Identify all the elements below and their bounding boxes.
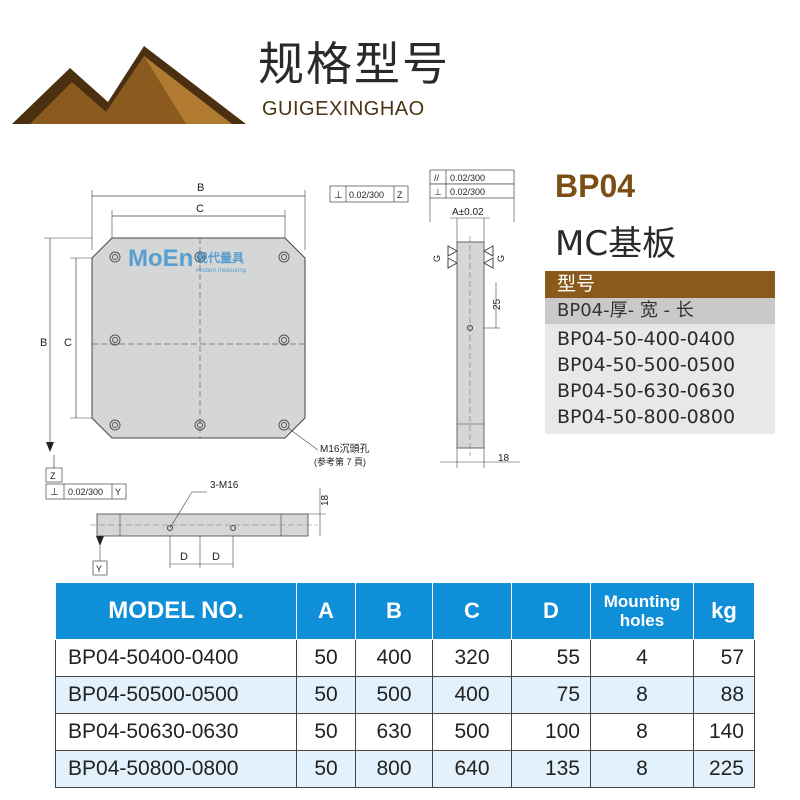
cell-b: 800: [355, 750, 433, 788]
watermark-brand: MoEn: [128, 245, 193, 272]
datum-g-left: G: [432, 255, 442, 262]
datum-y-ref: Y: [115, 487, 121, 497]
datum-z-ref: Z: [397, 190, 403, 200]
cell-c: 320: [432, 639, 512, 677]
cell-d: 100: [511, 713, 591, 751]
hole-note-1: M16沉頭孔: [320, 442, 369, 455]
table-row: BP04-50500-0500 50 500 400 75 8 88: [55, 676, 755, 714]
datum-y: Y: [96, 564, 102, 574]
cell-d: 135: [511, 750, 591, 788]
cell-kg: 225: [693, 750, 755, 788]
spec-table: MODEL NO. A B C D Mounting holes kg BP04…: [55, 582, 755, 788]
svg-text://: //: [434, 173, 440, 183]
table-row: BP04-50800-0800 50 800 640 135 8 225: [55, 750, 755, 788]
cell-model: BP04-50400-0400: [55, 639, 297, 677]
cell-d: 55: [511, 639, 591, 677]
dim-18-end: 18: [498, 453, 510, 464]
tol-main: 0.02/300: [349, 190, 384, 200]
col-header-model: MODEL NO.: [55, 582, 297, 640]
cell-a: 50: [296, 639, 356, 677]
cell-kg: 57: [693, 639, 755, 677]
svg-text:⊥: ⊥: [434, 187, 442, 197]
cell-c: 640: [432, 750, 512, 788]
technical-drawing: MoEn 现代量具 Modern measuring B C B C ⊥ 0.0…: [40, 169, 520, 576]
dim-b-left: B: [40, 337, 47, 349]
datum-g-right: G: [496, 255, 506, 262]
cell-a: 50: [296, 750, 356, 788]
cell-mounting: 8: [590, 676, 694, 714]
table-header-row: MODEL NO. A B C D Mounting holes kg: [55, 582, 755, 640]
cell-model: BP04-50500-0500: [55, 676, 297, 714]
cell-b: 500: [355, 676, 433, 714]
cell-a: 50: [296, 676, 356, 714]
svg-text:⊥: ⊥: [334, 190, 343, 201]
col-header-kg: kg: [693, 582, 755, 640]
page-title: 规格型号: [258, 37, 450, 91]
product-name: MC基板: [555, 224, 677, 264]
model-list-item: BP04-50-500-0500: [557, 354, 736, 376]
cell-b: 630: [355, 713, 433, 751]
tol-perp: 0.02/300: [450, 187, 485, 197]
dim-c-top: C: [196, 203, 204, 215]
table-row: BP04-50400-0400 50 400 320 55 4 57: [55, 639, 755, 677]
tol-parallel: 0.02/300: [450, 173, 485, 183]
cell-mounting: 8: [590, 713, 694, 751]
product-code: BP04: [555, 168, 636, 204]
model-list-box: 型号 BP04-厚- 宽 - 长 BP04-50-400-0400 BP04-5…: [545, 271, 775, 434]
model-list-header: 型号: [545, 271, 775, 298]
hole-note-2: (参考第 7 頁): [314, 456, 366, 467]
col-header-c: C: [432, 582, 512, 640]
model-list-item: BP04-50-800-0800: [557, 406, 736, 428]
model-list-item: BP04-50-630-0630: [557, 380, 736, 402]
svg-text:⊥: ⊥: [50, 487, 59, 498]
cell-mounting: 4: [590, 639, 694, 677]
cell-model: BP04-50630-0630: [55, 713, 297, 751]
cell-model: BP04-50800-0800: [55, 750, 297, 788]
cell-mounting: 8: [590, 750, 694, 788]
dim-a: A±0.02: [452, 207, 484, 218]
cell-c: 500: [432, 713, 512, 751]
cell-c: 400: [432, 676, 512, 714]
cell-a: 50: [296, 713, 356, 751]
col-header-d: D: [511, 582, 591, 640]
model-list-item: BP04-50-400-0400: [557, 328, 736, 350]
plate-top-view: [91, 237, 306, 439]
dim-d-2: D: [212, 551, 220, 563]
cell-kg: 88: [693, 676, 755, 714]
mounting-holes: [109, 251, 290, 431]
col-header-b: B: [355, 582, 433, 640]
thread-note: 3-M16: [210, 480, 239, 491]
datum-z: Z: [50, 471, 56, 481]
mountain-logo-icon: [12, 46, 246, 124]
model-format: BP04-厚- 宽 - 长: [545, 298, 775, 324]
col-header-mounting: Mounting holes: [590, 582, 694, 640]
dim-c-left: C: [64, 337, 72, 349]
dim-18-side: 18: [320, 494, 331, 506]
cell-kg: 140: [693, 713, 755, 751]
cell-b: 400: [355, 639, 433, 677]
dim-b-top: B: [197, 182, 204, 194]
watermark-cn: 现代量具: [196, 250, 244, 265]
tol-lower: 0.02/300: [68, 487, 103, 497]
dim-d-1: D: [180, 551, 188, 563]
page-subtitle: GUIGEXINGHAO: [262, 98, 425, 120]
plate-end-view: [456, 241, 485, 449]
cell-d: 75: [511, 676, 591, 714]
watermark-en: Modern measuring: [196, 268, 246, 274]
dim-25: 25: [492, 298, 503, 310]
table-row: BP04-50630-0630 50 630 500 100 8 140: [55, 713, 755, 751]
col-header-a: A: [296, 582, 356, 640]
